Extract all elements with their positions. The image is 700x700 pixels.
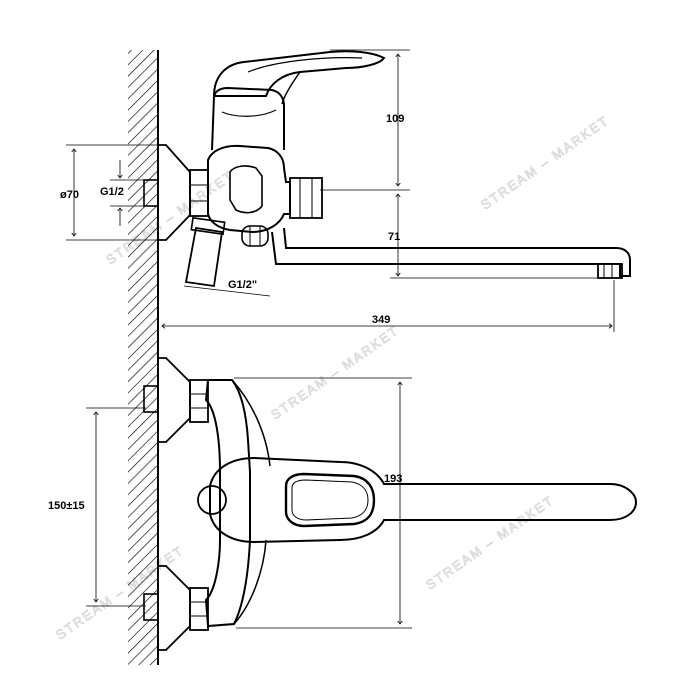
wall-hatching <box>128 50 158 665</box>
lever-cutout <box>284 472 376 528</box>
dim-center-distance: 150±15 <box>48 500 85 512</box>
front-lever[interactable] <box>209 456 638 544</box>
body-recess <box>229 165 263 214</box>
faucet-front-view <box>143 357 638 651</box>
aerator <box>597 263 623 279</box>
dim-front-height: 193 <box>384 473 402 485</box>
lower-nut <box>189 587 209 631</box>
dim-inlet-thread: G1/2 <box>100 186 124 198</box>
swivel-spout <box>271 227 631 277</box>
watermark-text: STREAM – MARKET <box>423 493 557 593</box>
dim-flange-diameter: ø70 <box>60 189 79 201</box>
diverter-knob[interactable] <box>241 225 269 247</box>
upper-nut <box>189 379 209 423</box>
cartridge-cover <box>211 86 285 151</box>
lever-handle[interactable] <box>212 50 386 97</box>
watermark-text: STREAM – MARKET <box>103 168 237 268</box>
shower-outlet-nut <box>190 216 226 236</box>
dim-shower-thread: G1/2" <box>228 279 257 291</box>
dim-spout-length: 349 <box>372 314 390 326</box>
watermark-text: STREAM – MARKET <box>478 113 612 213</box>
dim-spout-height: 71 <box>388 231 400 243</box>
lower-flange <box>157 565 191 651</box>
side-view-dimensions: 109 71 ø70 G1/2 G1/2" 349 <box>60 49 615 332</box>
dim-height-top: 109 <box>386 113 404 125</box>
handle-hub <box>197 485 227 515</box>
wall <box>128 50 159 665</box>
body-nut <box>289 177 323 219</box>
front-body <box>204 379 251 628</box>
upper-flange <box>157 357 191 443</box>
shower-outlet <box>184 226 224 288</box>
watermark-text: STREAM – MARKET <box>268 323 402 423</box>
front-view-dimensions: 150±15 193 <box>48 377 412 629</box>
faucet-side-view <box>143 50 631 288</box>
watermark-text: STREAM – MARKET <box>53 543 187 643</box>
